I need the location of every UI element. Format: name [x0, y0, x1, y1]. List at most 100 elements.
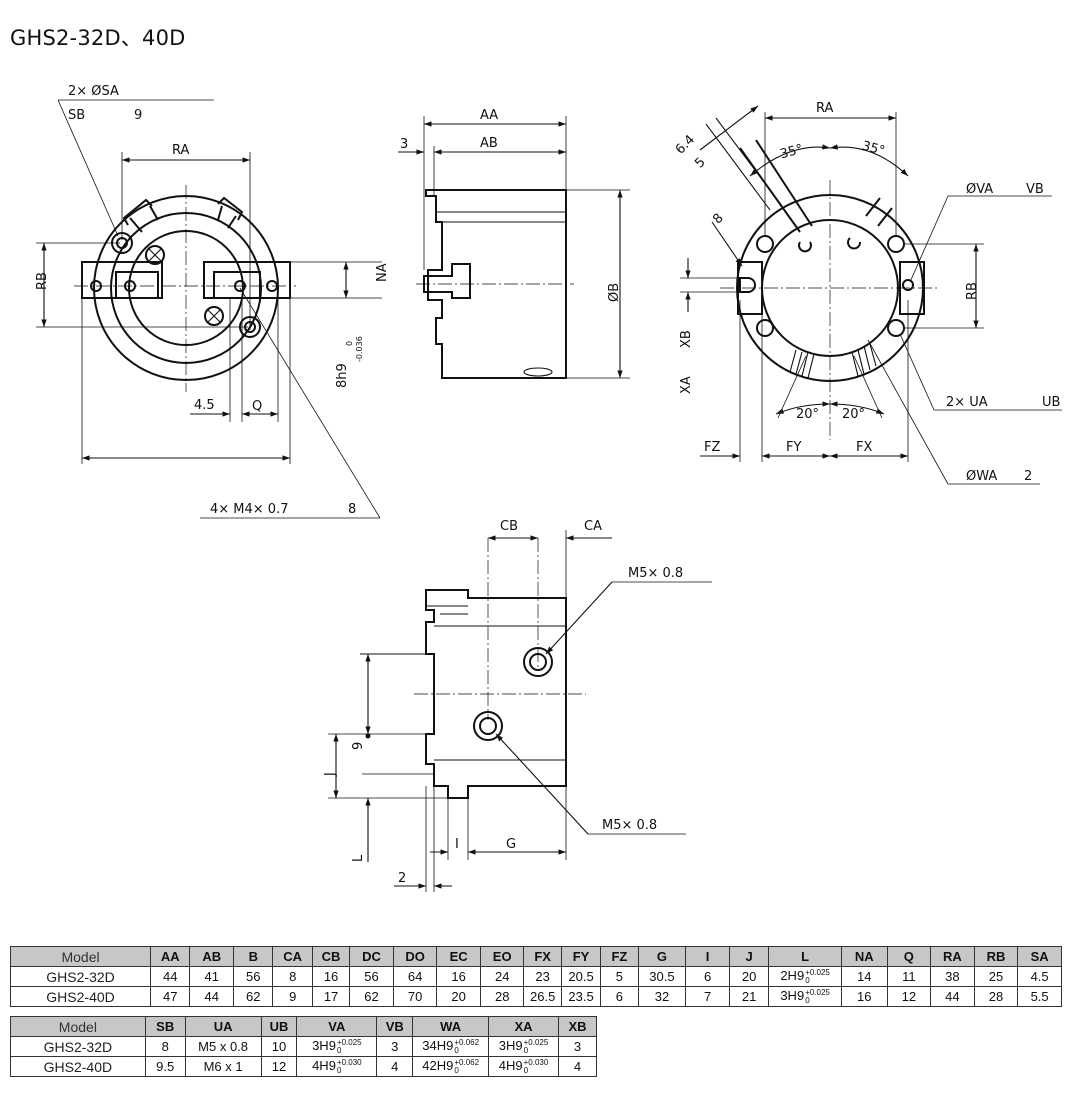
angle-20-left: 20° — [796, 407, 819, 422]
port-view: CB CA M5× 0.8 M5× 0.8 9 J L I G 2 — [323, 519, 712, 892]
l-label: L — [351, 854, 366, 862]
cell-na: 16 — [840, 986, 888, 1007]
fy-label: FY — [786, 440, 801, 455]
cell-sa: 5.5 — [1017, 986, 1062, 1007]
rb-label: RB — [35, 272, 50, 290]
cell-cb: 17 — [311, 986, 351, 1007]
tol-base: 4H9 — [498, 1058, 523, 1074]
vb-label: VB — [1026, 182, 1044, 197]
cell-model: GHS2-32D — [9, 966, 152, 987]
header-va: VA — [296, 1016, 378, 1037]
header-na: NA — [840, 946, 888, 967]
cell-g: 30.5 — [637, 966, 687, 987]
cell-ua: M5 x 0.8 — [184, 1036, 262, 1057]
ub-label: UB — [1042, 395, 1060, 410]
cell-j: 20 — [728, 966, 770, 987]
cell-aa: 47 — [150, 986, 191, 1007]
cb-label: CB — [500, 519, 518, 534]
j-label: J — [323, 772, 338, 777]
cell-fx: 23 — [523, 966, 562, 987]
b-label: ØB — [607, 283, 622, 302]
cell-ra: 44 — [930, 986, 975, 1007]
m5-bot-label: M5× 0.8 — [602, 818, 657, 833]
dim-9: 9 — [351, 742, 366, 750]
header-i: I — [685, 946, 730, 967]
m5-top-label: M5× 0.8 — [628, 566, 683, 581]
cell-i: 7 — [685, 986, 730, 1007]
cell-ab: 41 — [189, 966, 235, 987]
cell-b: 62 — [233, 986, 274, 1007]
ab-label: AB — [480, 136, 498, 151]
header-rb: RB — [973, 946, 1019, 967]
dim-8: 8 — [710, 211, 726, 227]
header-fz: FZ — [600, 946, 639, 967]
m4-label: 4× M4× 0.7 — [210, 502, 288, 517]
header-xb: XB — [557, 1016, 598, 1037]
cell-vb: 3 — [376, 1036, 414, 1057]
cell-ca: 9 — [272, 986, 313, 1007]
cell-model: GHS2-40D — [10, 1056, 146, 1077]
dim-6-4: 6.4 — [673, 132, 698, 157]
ra-label: RA — [172, 143, 190, 158]
header-fx: FX — [523, 946, 562, 967]
tol-base: 42H9 — [422, 1058, 454, 1074]
header-ub: UB — [260, 1016, 298, 1037]
tol-base: 4H9 — [312, 1058, 336, 1074]
header-cb: CB — [311, 946, 351, 967]
header-fy: FY — [560, 946, 602, 967]
technical-drawing: RA RB NA 8h9 0 -0.036 4.5 Q 2× ØSA SB 9 — [35, 84, 1062, 892]
wa-label: ØWA — [966, 469, 997, 484]
cell-fz: 5 — [600, 966, 639, 987]
header-sb: SB — [144, 1016, 186, 1037]
front-view: RA RB NA 8h9 0 -0.036 4.5 Q 2× ØSA SB 9 — [35, 84, 390, 519]
cell-fx: 26.5 — [523, 986, 562, 1007]
header-g: G — [637, 946, 687, 967]
cell-ca: 8 — [272, 966, 313, 987]
dim-4-5: 4.5 — [194, 398, 215, 413]
header-xa: XA — [488, 1016, 559, 1037]
cell-model: GHS2-32D — [10, 1036, 146, 1057]
g-label: G — [506, 837, 516, 852]
ua-label: 2× UA — [946, 395, 988, 410]
cell-j: 21 — [728, 986, 770, 1007]
cell-ub: 12 — [260, 1056, 298, 1077]
cell-fy: 23.5 — [560, 986, 602, 1007]
cell-aa: 44 — [150, 966, 191, 987]
rb3-label: RB — [965, 282, 980, 300]
cell-cb: 16 — [311, 966, 351, 987]
tol-base: 3H9 — [498, 1038, 523, 1054]
cell-model: GHS2-40D — [9, 986, 152, 1007]
fx-label: FX — [856, 440, 872, 455]
tol-base: 3H9 — [312, 1038, 336, 1054]
xb-label: XB — [679, 330, 694, 348]
header-ca: CA — [272, 946, 313, 967]
side-view: AA AB 3 ØB — [398, 108, 630, 379]
cell-q: 11 — [886, 966, 932, 987]
xa-label: XA — [679, 376, 694, 394]
cell-ra: 38 — [930, 966, 975, 987]
header-do: DO — [392, 946, 438, 967]
header-model: Model — [10, 1016, 146, 1037]
page-title: GHS2-32D、40D — [10, 26, 186, 50]
dim-2: 2 — [398, 871, 406, 886]
q-label: Q — [252, 399, 262, 414]
h8-label: 8h9 — [335, 363, 350, 388]
cell-na: 14 — [840, 966, 888, 987]
cell-rb: 25 — [973, 966, 1019, 987]
header-ab: AB — [189, 946, 235, 967]
tol-base: 34H9 — [422, 1038, 454, 1054]
